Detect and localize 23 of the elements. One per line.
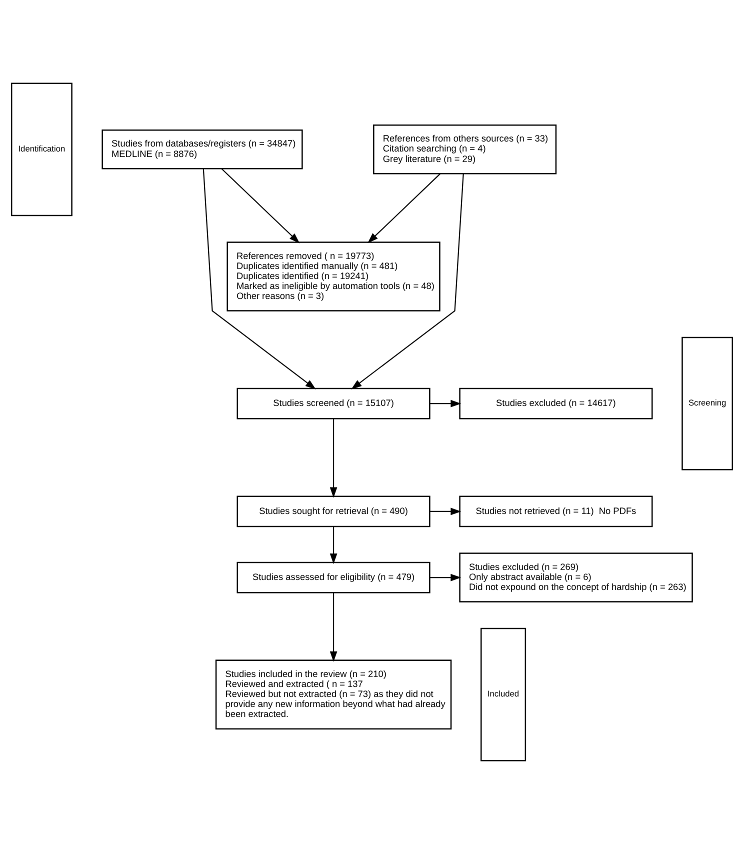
- node-box: References from others sources (n = 33) Citation searching (n = 4) Grey literature (n = 29): [373, 124, 557, 174]
- arrow: [351, 174, 464, 390]
- node-box: Studies sought for retrieval (n = 490): [236, 496, 430, 528]
- arrow: [368, 173, 440, 244]
- arrow: [330, 592, 338, 662]
- arrow: [430, 508, 462, 516]
- node-box: References removed ( n = 19773) Duplicates identified manually (n = 481) Duplicates identified (n = 19241) Marked as ineligible by automation tools (n = 48) Other reasons (n = 3): [226, 242, 440, 312]
- arrow: [330, 418, 338, 498]
- node-box: Included: [480, 628, 526, 762]
- arrow: [330, 526, 338, 564]
- node-box: Studies from databases/registers (n = 34847) MEDLINE (n = 8876): [102, 130, 303, 170]
- node-box: Studies assessed for eligibility (n = 479): [236, 562, 430, 594]
- arrow: [430, 400, 462, 408]
- node-box: Studies excluded (n = 14617): [459, 388, 653, 420]
- arrow: [202, 168, 316, 390]
- node-box: Studies excluded (n = 269) Only abstract available (n = 6) Did not expound on the concept of hardship (n = 263): [459, 552, 693, 602]
- node-box: Studies not retrieved (n = 11) No PDFs: [459, 496, 653, 528]
- node-box: Identification: [10, 82, 72, 216]
- node-box: Studies screened (n = 15107): [236, 388, 430, 420]
- node-box: Studies included in the review (n = 210) Reviewed and extracted ( n = 137 Reviewed but not extracted (n = 73) as they did not provide any new information beyond what had already been extracted.: [215, 660, 452, 730]
- arrow: [221, 168, 300, 244]
- node-box: Screening: [682, 336, 734, 470]
- arrow: [430, 574, 462, 582]
